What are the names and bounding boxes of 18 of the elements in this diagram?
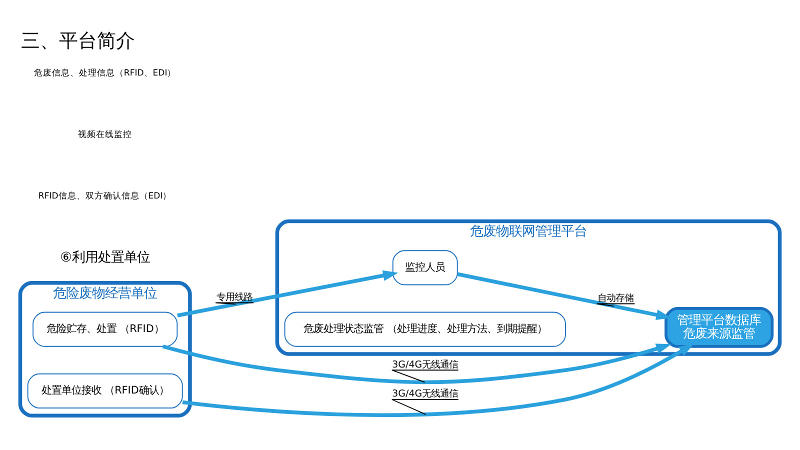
diagram-title: 三、平台简介	[21, 29, 136, 52]
arrow	[182, 342, 694, 416]
edge-label: 专用线路	[216, 291, 253, 302]
edge-label: 3G/4G无线通信	[392, 388, 458, 400]
node-box: 危险贮存、处置 （RFID）	[32, 311, 178, 346]
label: 危废信息、处理信息（RFID、EDI）	[34, 68, 176, 78]
label: 视频在线监控	[78, 130, 132, 140]
edge-label: 3G/4G无线通信	[392, 358, 458, 370]
arrow	[162, 343, 672, 384]
label: RFID信息、双方确认信息（EDI）	[38, 191, 172, 202]
node-box: 处置单位接收 （RFID确认）	[27, 372, 183, 408]
label: ⑥利用处置单位	[60, 250, 150, 266]
node-box: 管理平台数据库 危废来源监管	[664, 306, 774, 348]
node-box: 危废处理状态监管 （处理进度、处理方法、到期提醒）	[284, 311, 566, 346]
node-box: 监控人员	[392, 250, 458, 285]
arrow	[177, 270, 398, 317]
edge-label: 自动存储	[598, 292, 634, 304]
arrow	[457, 272, 672, 320]
